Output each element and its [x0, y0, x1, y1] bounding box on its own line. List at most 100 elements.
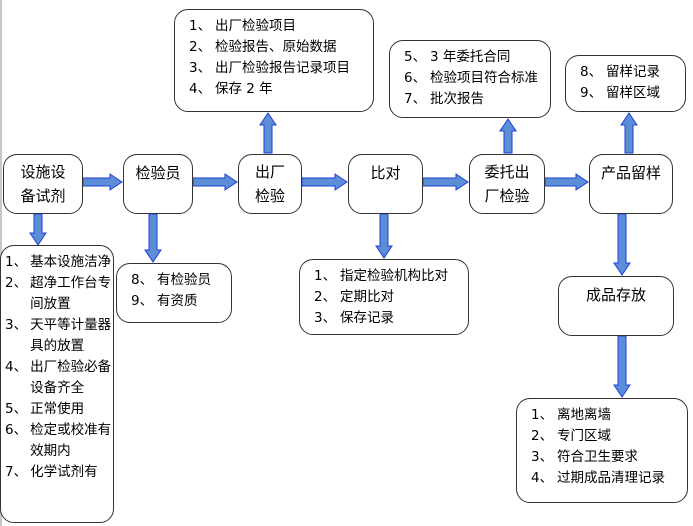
list-item: 3、保存记录 [314, 308, 468, 329]
list-item-text: 有检验员 [157, 272, 211, 288]
arrow-sample-retention-down [613, 213, 631, 276]
list-item: 5、正常使用 [5, 399, 113, 420]
list-item-text: 保存记录 [340, 310, 394, 326]
arrow-sample-retention-up [620, 112, 638, 154]
list-item-text: 天平等计量器具的放置 [30, 317, 112, 354]
list-item-text: 出厂检验项目 [215, 18, 296, 34]
list-item: 8、有检验员 [131, 270, 231, 291]
list-item-number: 9、 [131, 293, 154, 309]
list-item-text: 检验报告、原始数据 [215, 39, 337, 55]
list-item: 8、留样记录 [580, 62, 685, 83]
list-item: 4、出厂检验必备设备齐全 [5, 357, 113, 399]
node-comparison: 比对 [348, 154, 423, 214]
list-item-text: 检定或校准有效期内 [30, 422, 112, 459]
node-factory-inspection: 出厂检验 [238, 154, 302, 214]
list-item: 1、离地离墙 [531, 405, 687, 426]
node-comparison-label: 比对 [370, 161, 400, 185]
list-item-number: 5、 [5, 401, 28, 417]
list-item-number: 7、 [5, 464, 28, 480]
list-item-text: 指定检验机构比对 [340, 268, 448, 284]
arrow-finished-storage-down [613, 335, 631, 398]
list-item-number: 7、 [404, 91, 427, 107]
list-item-number: 3、 [314, 310, 337, 326]
list-item: 3、出厂检验报告记录项目 [189, 58, 373, 79]
list-item-number: 2、 [314, 289, 337, 305]
node-entrusted-inspection: 委托出厂检验 [469, 154, 545, 214]
node-facilities-label: 设施设备试剂 [20, 160, 65, 208]
list-item-number: 3、 [189, 60, 212, 76]
arrow-comparison-to-entrusted [422, 173, 469, 191]
list-item-number: 4、 [5, 359, 28, 375]
list-item-number: 8、 [131, 272, 154, 288]
list-item: 6、检定或校准有效期内 [5, 420, 113, 462]
list-item: 3、符合卫生要求 [531, 447, 687, 468]
list-item: 2、定期比对 [314, 287, 468, 308]
list-item-text: 3 年委托合同 [430, 49, 511, 65]
node-label-line: 比对 [370, 164, 401, 182]
node-label-line: 成品存放 [585, 286, 646, 304]
list-item-number: 2、 [5, 275, 28, 291]
list-item-number: 2、 [189, 39, 212, 55]
list-item-number: 1、 [189, 18, 212, 34]
list-item-text: 留样区域 [606, 85, 660, 101]
list-item-number: 2、 [531, 428, 554, 444]
list-item: 5、3 年委托合同 [404, 47, 550, 68]
list-item-text: 超净工作台专间放置 [30, 275, 112, 312]
list-item-text: 有资质 [157, 293, 198, 309]
node-label-line: 检验 [254, 187, 285, 205]
arrow-factory-inspection-up [259, 112, 277, 154]
list-item-text: 基本设施洁净 [30, 254, 112, 270]
node-finished-storage: 成品存放 [558, 276, 674, 336]
list-item: 4、过期成品清理记录 [531, 468, 687, 489]
node-sample-retention-label: 产品留样 [601, 161, 661, 185]
list-item: 1、基本设施洁净 [5, 252, 113, 273]
arrow-inspector-down [144, 213, 162, 263]
list-item: 9、留样区域 [580, 83, 685, 104]
list-item-text: 出厂检验必备设备齐全 [30, 359, 112, 396]
list-item-text: 过期成品清理记录 [557, 470, 665, 486]
list-item-number: 8、 [580, 64, 603, 80]
node-inspector-label: 检验员 [135, 161, 180, 185]
list-item-text: 符合卫生要求 [557, 449, 638, 465]
list-item: 3、天平等计量器具的放置 [5, 315, 113, 357]
list-item-text: 离地离墙 [557, 407, 611, 423]
list-item: 7、批次报告 [404, 89, 550, 110]
list-item-number: 1、 [5, 254, 28, 270]
list-item-number: 4、 [189, 81, 212, 97]
list-item-text: 专门区域 [557, 428, 611, 444]
list-item: 1、指定检验机构比对 [314, 266, 468, 287]
list-item: 7、化学试剂有 [5, 462, 113, 483]
list-item-text: 正常使用 [30, 401, 85, 417]
arrow-inspector-to-factory-inspection [192, 173, 238, 191]
node-label-line: 备试剂 [20, 187, 66, 205]
list-item-number: 6、 [404, 70, 427, 86]
node-label-line: 设施设 [20, 163, 66, 181]
node-label-line: 委托出 [484, 163, 530, 181]
list-item-number: 4、 [531, 470, 554, 486]
node-label-line: 检验员 [135, 164, 181, 182]
arrow-facilities-down [29, 213, 47, 246]
node-factory-inspection-label: 出厂检验 [255, 160, 285, 208]
list-item-number: 1、 [531, 407, 554, 423]
list-item-number: 5、 [404, 49, 427, 65]
list-item: 1、出厂检验项目 [189, 16, 373, 37]
list-item-number: 3、 [5, 317, 28, 333]
arrow-entrusted-to-sample-retention [544, 173, 589, 191]
list-item: 2、检验报告、原始数据 [189, 37, 373, 58]
list-item: 4、保存 2 年 [189, 79, 373, 100]
list-item-number: 6、 [5, 422, 28, 438]
list-item: 2、专门区域 [531, 426, 687, 447]
list-item-text: 留样记录 [606, 64, 660, 80]
node-label-line: 产品留样 [600, 164, 661, 182]
arrow-facilities-to-inspector [82, 173, 123, 191]
node-entrusted-inspection-label: 委托出厂检验 [484, 160, 529, 208]
list-item-text: 化学试剂有 [30, 464, 98, 480]
